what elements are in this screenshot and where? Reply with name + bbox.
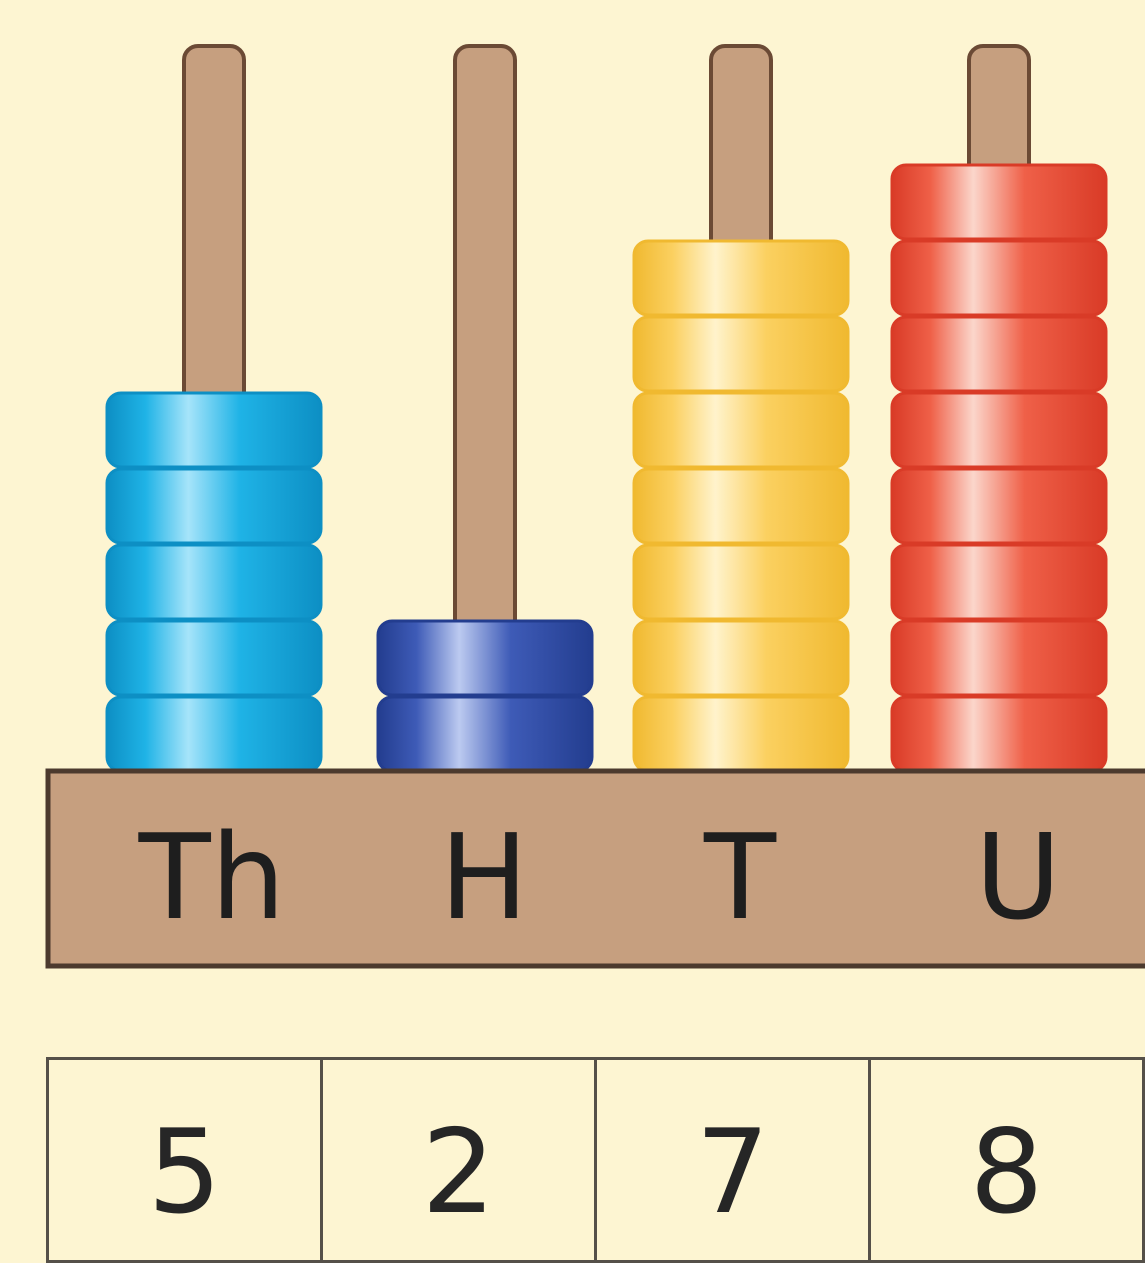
- digit-thousands: 5: [49, 1060, 320, 1231]
- bead-units: [892, 545, 1106, 619]
- bead-thousands: [107, 545, 321, 619]
- bead-tens: [634, 393, 848, 467]
- table-row: 5 2 7 8: [48, 1059, 1144, 1262]
- bead-tens: [634, 621, 848, 695]
- bead-hundreds: [378, 621, 592, 695]
- digit-cell-units: 8: [870, 1059, 1144, 1262]
- place-value-table: 5 2 7 8: [46, 1057, 1145, 1263]
- bead-thousands: [107, 469, 321, 543]
- bead-units: [892, 165, 1106, 239]
- bead-units: [892, 697, 1106, 771]
- abacus-beads: [107, 165, 1106, 771]
- bead-units: [892, 241, 1106, 315]
- digit-units: 8: [871, 1060, 1142, 1231]
- bead-tens: [634, 469, 848, 543]
- bead-thousands: [107, 393, 321, 467]
- digit-tens: 7: [597, 1060, 868, 1231]
- bead-tens: [634, 545, 848, 619]
- label-thousands: Th: [138, 808, 286, 946]
- bead-tens: [634, 697, 848, 771]
- bead-units: [892, 393, 1106, 467]
- digit-cell-thousands: 5: [48, 1059, 322, 1262]
- bead-thousands: [107, 697, 321, 771]
- bead-units: [892, 621, 1106, 695]
- bead-units: [892, 469, 1106, 543]
- label-units: U: [975, 808, 1061, 946]
- label-hundreds: H: [440, 808, 529, 946]
- label-tens: T: [703, 808, 777, 946]
- bead-thousands: [107, 621, 321, 695]
- digit-cell-hundreds: 2: [322, 1059, 596, 1262]
- digit-cell-tens: 7: [596, 1059, 870, 1262]
- bead-tens: [634, 241, 848, 315]
- bead-units: [892, 317, 1106, 391]
- bead-tens: [634, 317, 848, 391]
- digit-hundreds: 2: [323, 1060, 594, 1231]
- bead-hundreds: [378, 697, 592, 771]
